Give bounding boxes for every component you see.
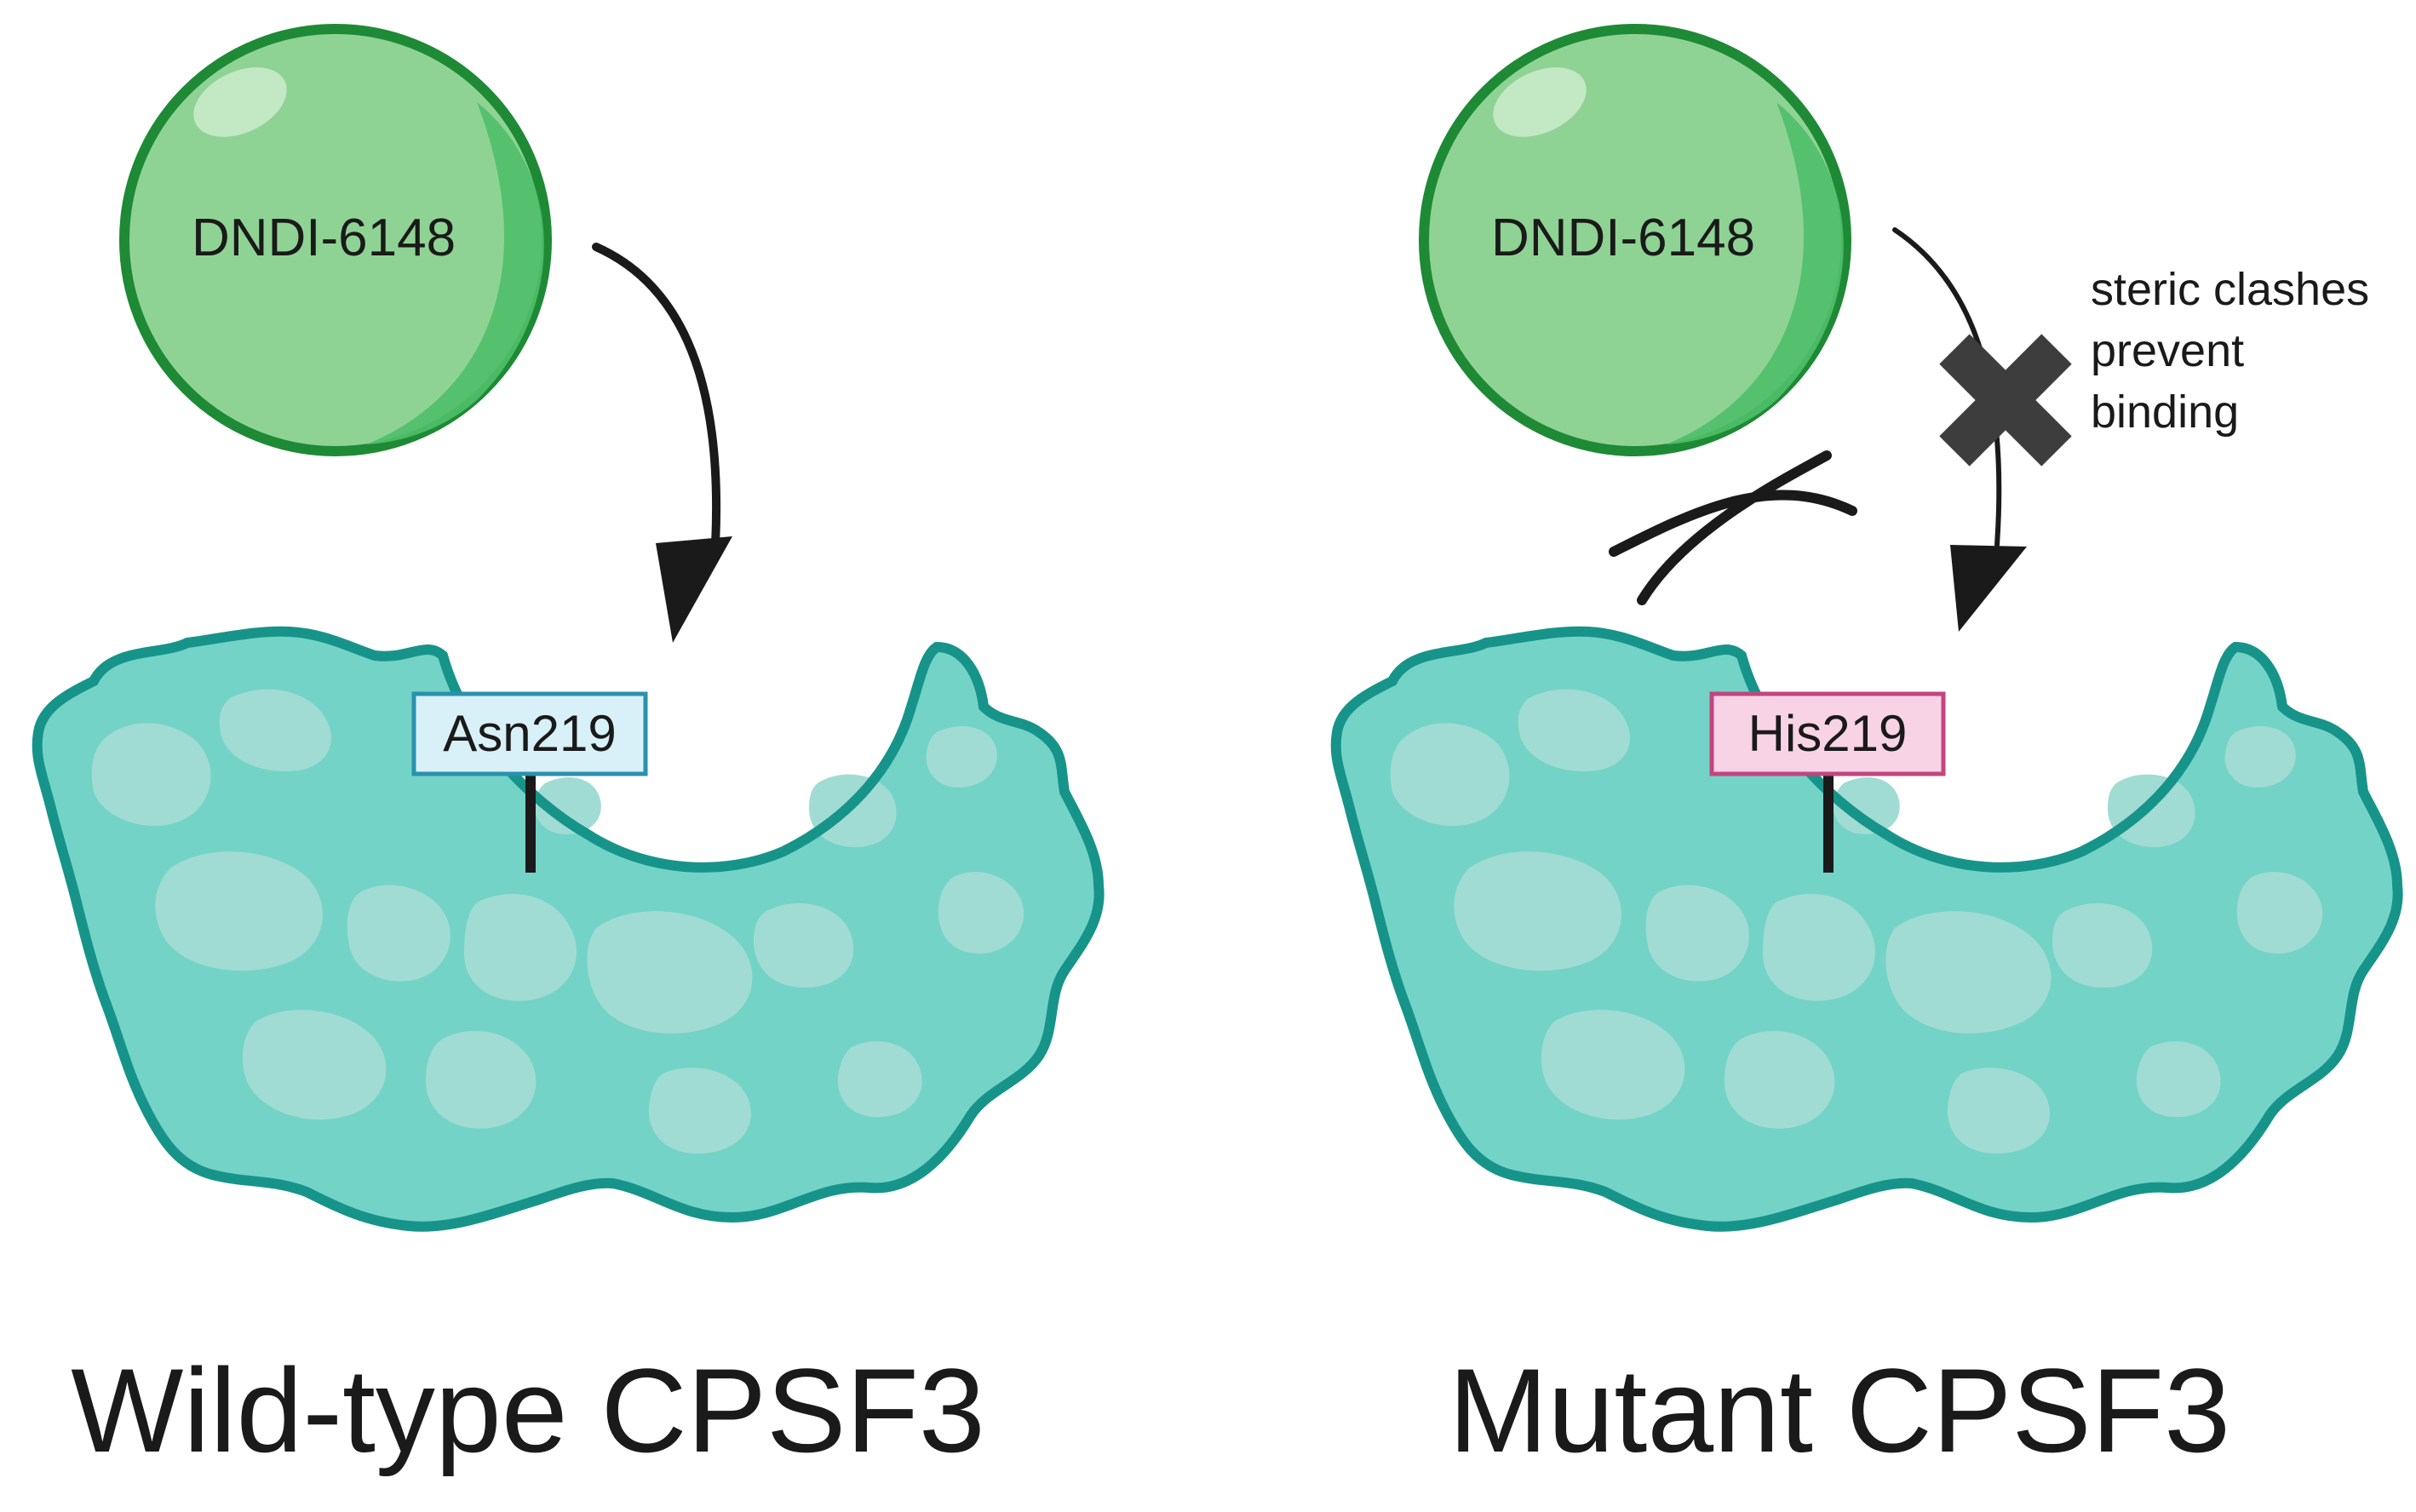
annotation-line-1: steric clashes <box>2091 264 2369 315</box>
cross-icon <box>1939 334 2072 467</box>
annotation-line-2: prevent <box>2091 325 2244 376</box>
panel-caption: Wild-type CPSF3 <box>71 1343 985 1477</box>
residue-label: Asn219 <box>443 705 617 762</box>
steric-clash-annotation: steric clashes prevent binding <box>2091 264 2382 438</box>
residue-tag-mutant: His219 <box>1709 691 1946 776</box>
wild-type-panel: DNDI-6148 Asn219 Wild-type CPSF3 <box>37 24 1099 1477</box>
drug-label: DNDI-6148 <box>1491 209 1755 267</box>
binding-arrow <box>592 243 732 643</box>
drug-sphere-icon <box>1419 24 1851 456</box>
mutant-panel: DNDI-6148 steric clashes prevent binding <box>1336 24 2398 1477</box>
annotation-line-3: binding <box>2091 387 2239 438</box>
drug-sphere-icon <box>119 24 552 456</box>
panel-caption: Mutant CPSF3 <box>1449 1343 2230 1477</box>
residue-label: His219 <box>1748 705 1908 762</box>
residue-tag-wild-type: Asn219 <box>411 691 648 776</box>
steric-clash-icon <box>1609 450 1857 605</box>
blocked-binding-arrow <box>1892 227 2027 632</box>
drug-label: DNDI-6148 <box>192 209 456 267</box>
